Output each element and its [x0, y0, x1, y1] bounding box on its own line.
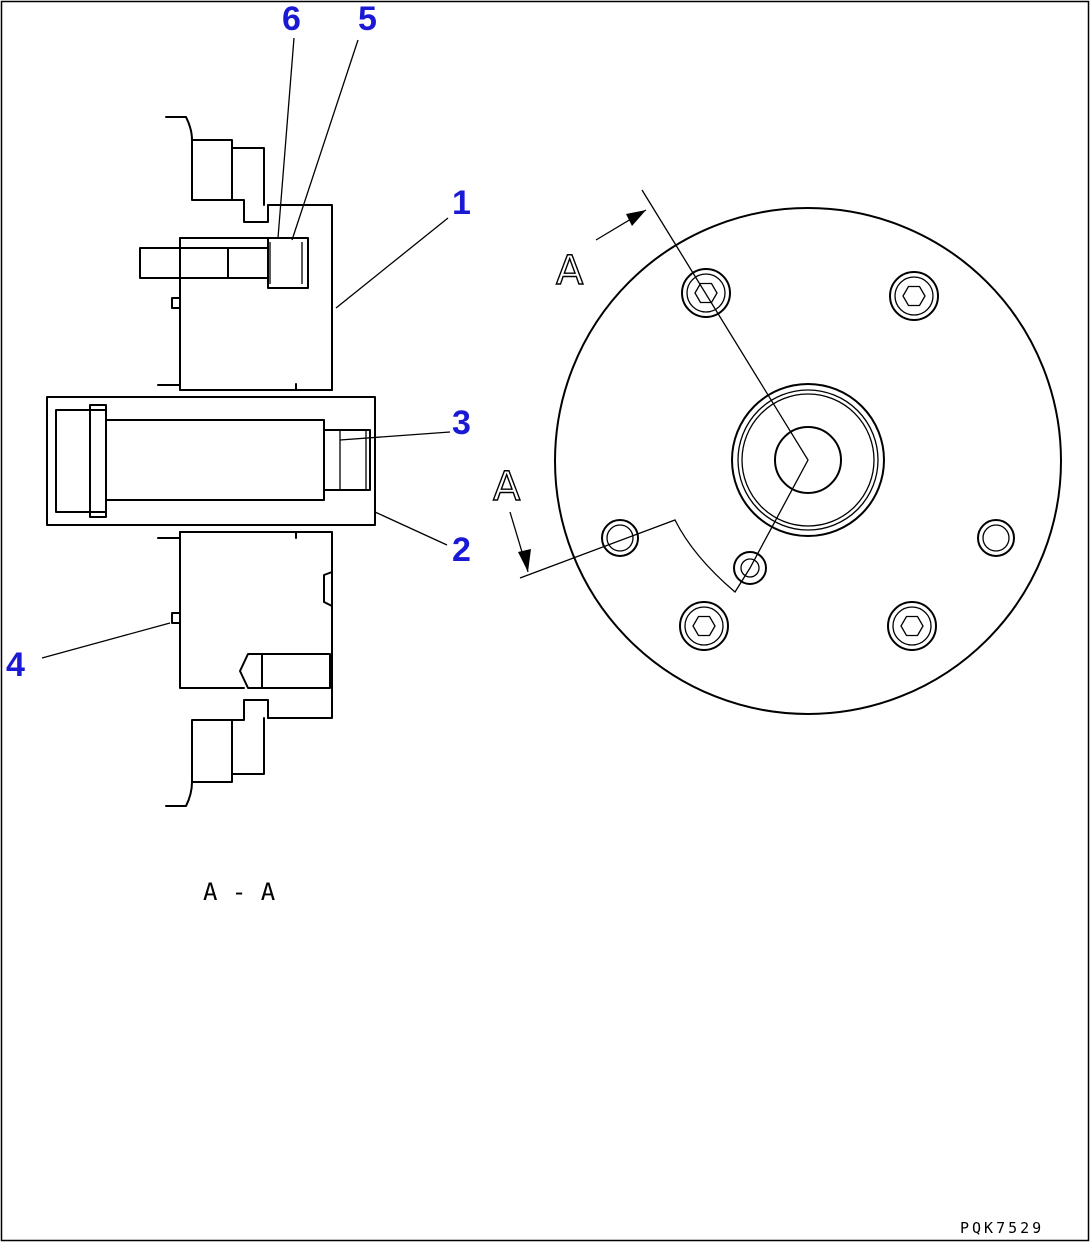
- callout-3: 3: [452, 404, 471, 442]
- section-arrow-lower: [509, 511, 531, 573]
- section-view: [41, 37, 451, 807]
- section-title: A - A: [203, 878, 276, 906]
- callout-2: 2: [452, 531, 471, 569]
- plug-left: [601, 519, 639, 557]
- section-cut-line: [519, 189, 809, 593]
- hub-bore: [774, 426, 842, 494]
- section-mark-upper: A: [556, 248, 584, 294]
- section-leaders: [41, 37, 451, 659]
- plug-small: [733, 551, 767, 585]
- bolt-lower-right: [887, 601, 937, 651]
- upper-housing: [165, 116, 269, 223]
- drawing-code: PQK7529: [960, 1219, 1044, 1237]
- plug-right: [977, 519, 1015, 557]
- section-arrow-upper: [595, 209, 647, 241]
- callout-5: 5: [358, 0, 377, 38]
- bolt-upper-left: [681, 268, 731, 318]
- bolt-lower-left: [679, 601, 729, 651]
- lower-bolt: [239, 653, 331, 689]
- lower-housing: [165, 699, 269, 807]
- end-view: [509, 189, 1062, 715]
- bolt-upper-right: [889, 271, 939, 321]
- flange-outline: [554, 207, 1062, 715]
- main-body: [157, 204, 333, 719]
- hub-outer: [731, 383, 885, 537]
- callout-4: 4: [6, 646, 25, 684]
- section-mark-lower: A: [493, 464, 521, 510]
- upper-bolt: [139, 237, 309, 289]
- callout-6: 6: [282, 0, 301, 38]
- shaft: [46, 396, 376, 526]
- callout-1: 1: [452, 184, 471, 222]
